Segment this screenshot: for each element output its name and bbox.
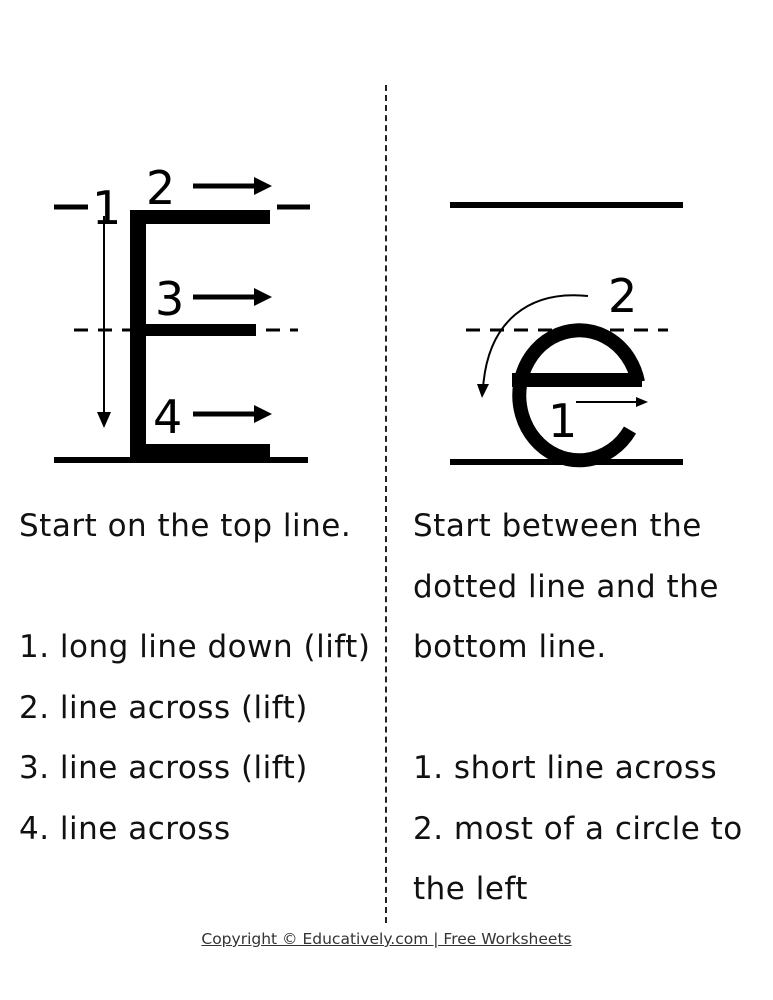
stroke-number-4: 4 — [153, 390, 182, 444]
instruction-intro: Start on the top line. — [19, 508, 352, 544]
instruction-step-1: 1. short line across — [413, 750, 718, 786]
instruction-intro-line-3: bottom line. — [413, 629, 607, 665]
arrow-1-head — [636, 397, 648, 407]
instruction-step-2: 2. most of a circle to — [413, 810, 743, 847]
lowercase-e-stroke-diagram: 1 2 — [450, 202, 683, 468]
instruction-step-2-continued: the left — [413, 871, 528, 907]
instruction-step-3: 3. line across (lift) — [19, 750, 308, 786]
arrow-3-head — [254, 288, 272, 306]
arrow-2-curve — [482, 294, 589, 389]
e-top-bar — [130, 210, 270, 224]
instruction-intro-line-1: Start between the — [413, 508, 702, 544]
stroke-number-2: 2 — [146, 161, 175, 215]
arrow-2-head — [254, 177, 272, 195]
instruction-step-4: 4. line across — [19, 810, 231, 847]
e-middle-bar — [130, 324, 256, 336]
arrow-4-head — [254, 405, 272, 423]
arrow-1-head — [97, 412, 111, 428]
instruction-intro-line-2: dotted line and the — [413, 568, 719, 605]
instruction-step-1: 1. long line down (lift) — [19, 629, 371, 665]
uppercase-e-stroke-diagram: 1 2 3 4 — [54, 161, 310, 463]
stroke-number-1: 1 — [548, 394, 577, 448]
arrow-2-head — [477, 384, 489, 398]
lowercase-e-instructions: Start between the dotted line and the bo… — [413, 496, 743, 920]
instruction-step-2: 2. line across (lift) — [19, 689, 308, 726]
e-curve-stroke — [512, 323, 645, 468]
stroke-number-3: 3 — [155, 272, 184, 326]
stroke-number-1: 1 — [92, 181, 121, 235]
stroke-number-2: 2 — [608, 269, 637, 323]
column-divider — [385, 85, 387, 923]
e-bottom-bar — [130, 444, 270, 460]
uppercase-e-instructions: Start on the top line. 1. long line down… — [19, 496, 370, 859]
copyright-footer-link[interactable]: Copyright © Educatively.com | Free Works… — [201, 930, 572, 948]
